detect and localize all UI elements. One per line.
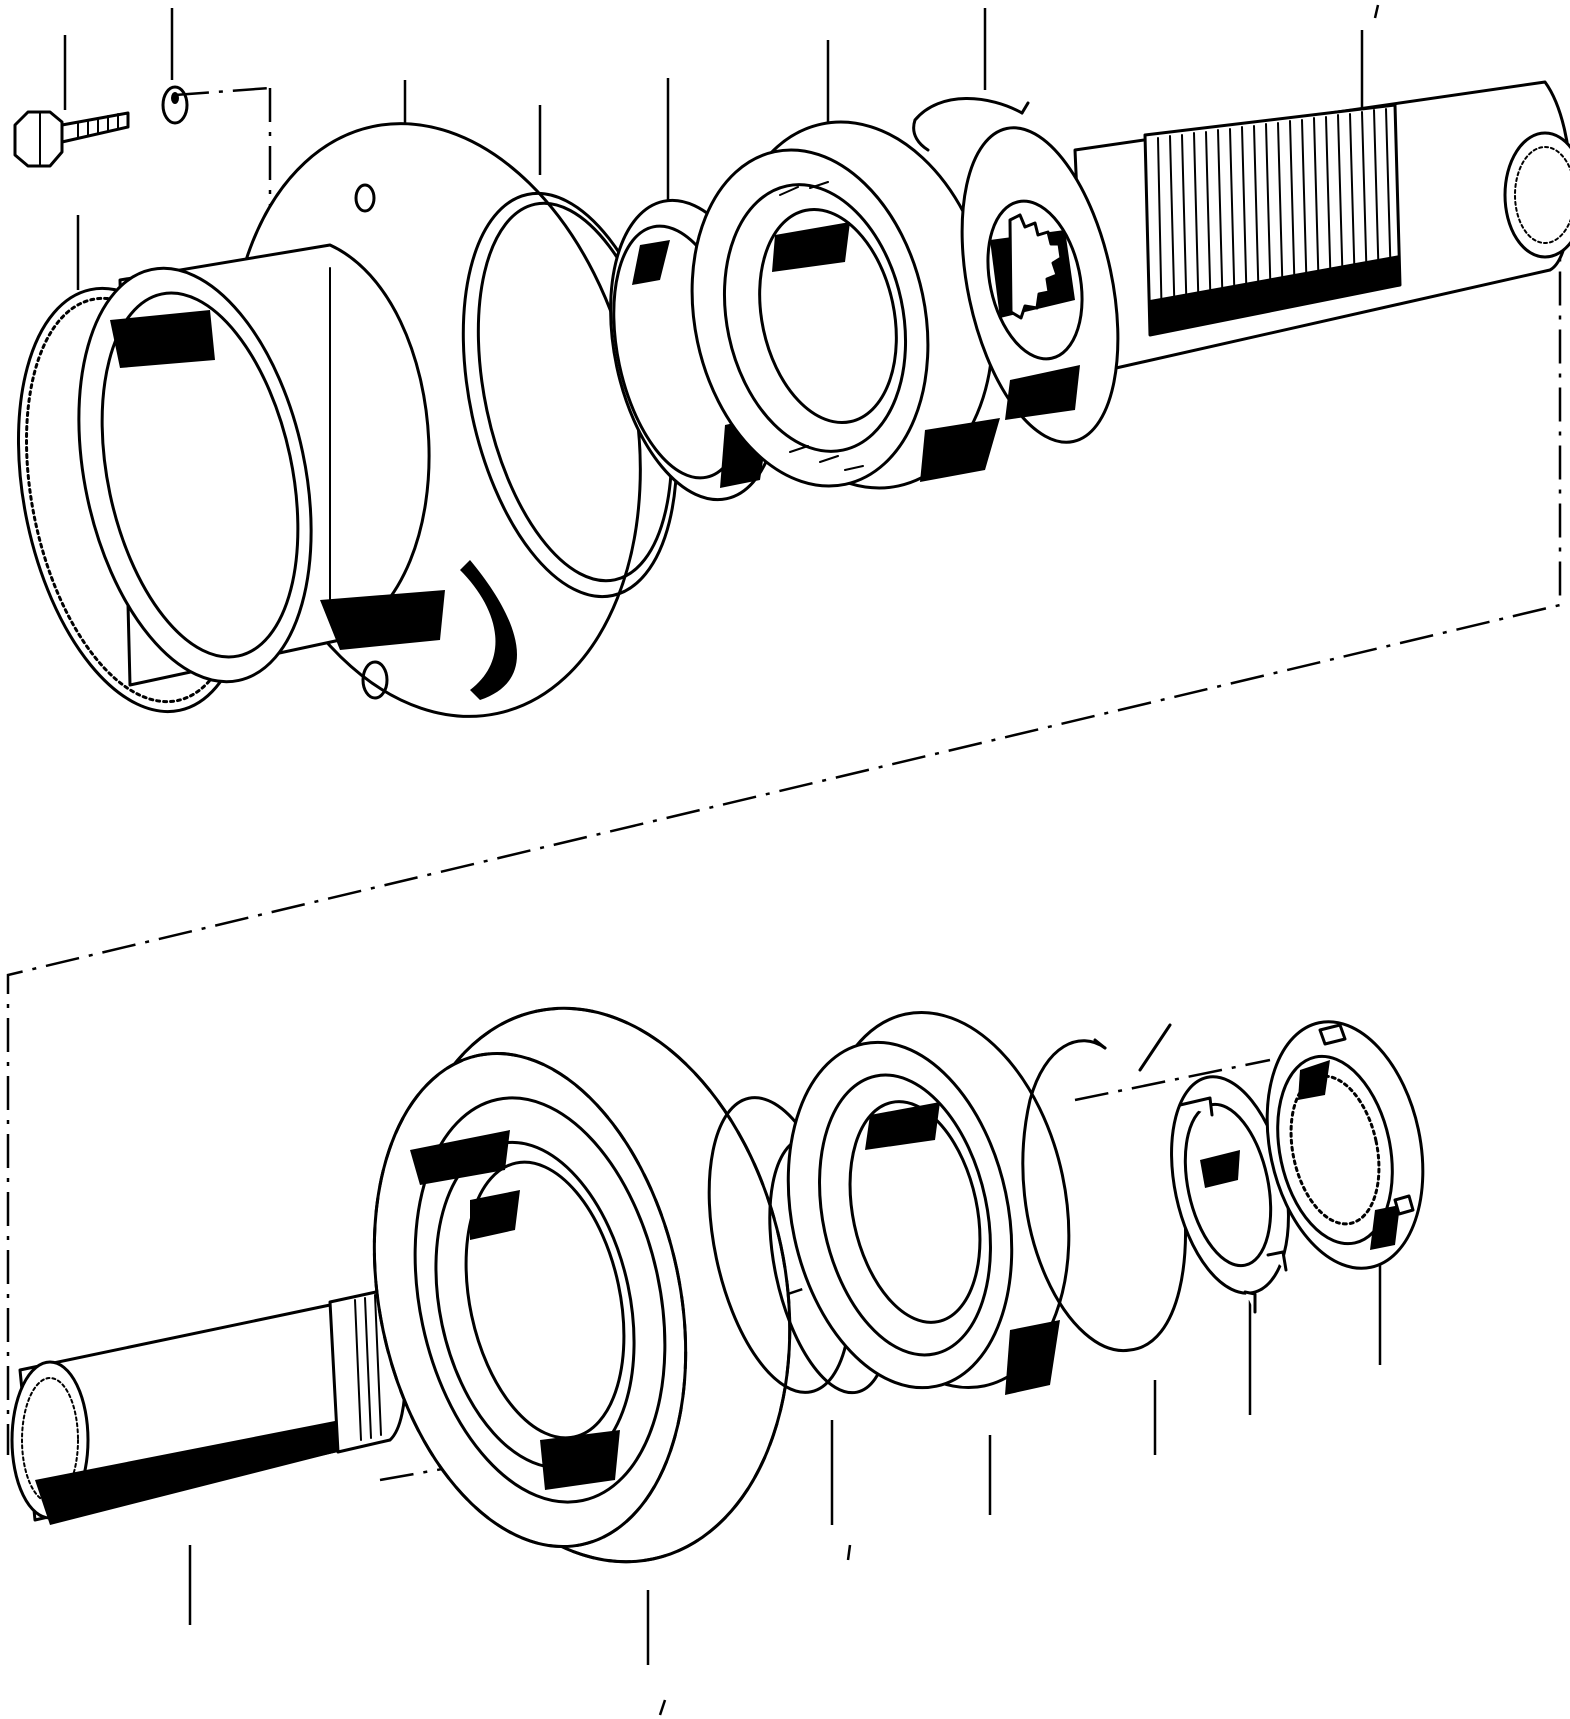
retaining-ring: [1021, 1023, 1188, 1352]
bearing-housing: [77, 122, 642, 718]
leader-lines-top: [63, 4, 1380, 290]
lock-washer: [161, 85, 189, 125]
output-shaft: [10, 1288, 407, 1525]
slotted-nut: [1265, 1020, 1425, 1270]
hex-bolt: [13, 110, 130, 168]
ball-bearing: [786, 1010, 1071, 1395]
splined-shaft: [960, 80, 1570, 444]
leader-lines-bottom: [188, 1260, 1382, 1716]
tab-washer: [1170, 1075, 1290, 1314]
roller-bearing: [690, 120, 1000, 490]
helical-gear: [372, 1006, 792, 1564]
snap-ring: [912, 97, 1030, 152]
